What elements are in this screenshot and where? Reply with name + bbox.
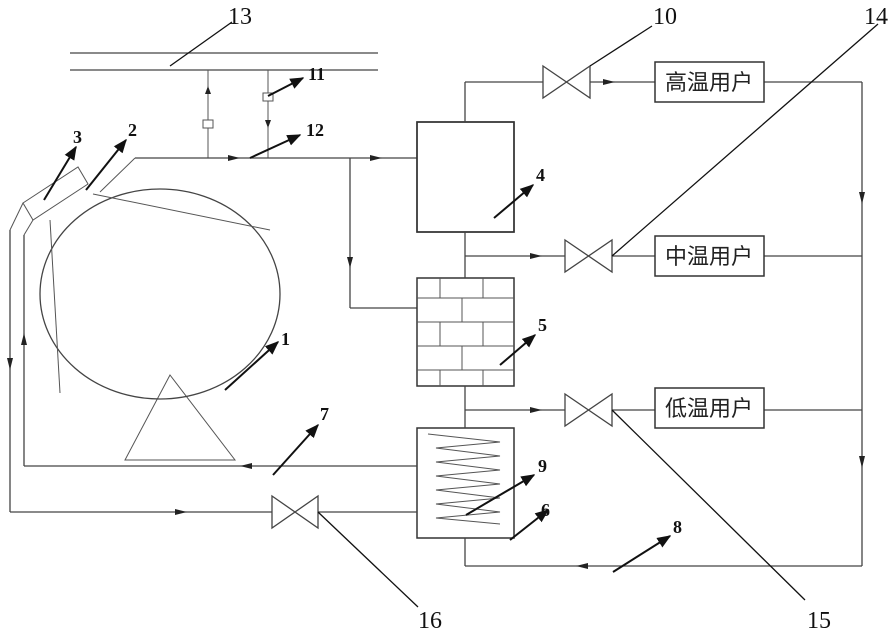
- callout-1: 1: [281, 329, 290, 349]
- callout-4: 4: [536, 165, 545, 185]
- spherical-tank: [40, 158, 280, 460]
- low-temp-user-box: 低温用户: [655, 388, 764, 428]
- coil-exchanger-6: [417, 428, 514, 538]
- callout-13: 13: [228, 4, 252, 30]
- high-temp-user-label: 高温用户: [665, 71, 753, 96]
- mid-temp-user-label: 中温用户: [665, 245, 753, 270]
- callout-5: 5: [538, 315, 547, 335]
- tank-top-device: [10, 167, 88, 235]
- callout-7: 7: [320, 404, 329, 424]
- main-supply-pipe: [135, 155, 417, 308]
- callout-14: 14: [864, 4, 888, 30]
- high-temp-user-box: 高温用户: [655, 62, 764, 102]
- valve-15: [565, 394, 612, 426]
- valve-14: [565, 240, 612, 272]
- callout-16: 16: [418, 608, 442, 634]
- valve-16: [272, 496, 318, 528]
- exchanger-4: [417, 122, 514, 232]
- callout-3: 3: [73, 127, 82, 147]
- callout-8: 8: [673, 517, 682, 537]
- callout-15: 15: [807, 608, 831, 634]
- callout-6: 6: [541, 500, 550, 520]
- callout-12: 12: [306, 120, 324, 140]
- callout-10: 10: [653, 4, 677, 30]
- header-pipe: [70, 53, 378, 70]
- callout-11: 11: [308, 64, 325, 84]
- mid-temp-user-box: 中温用户: [655, 236, 764, 276]
- valve-10: [543, 66, 590, 98]
- callout-9: 9: [538, 456, 547, 476]
- callout-2: 2: [128, 120, 137, 140]
- header-branches: [203, 70, 273, 158]
- exchanger-5: [417, 278, 514, 386]
- low-temp-user-label: 低温用户: [665, 397, 753, 422]
- return-pipes: [7, 230, 417, 515]
- user-branch-pipes: [465, 79, 865, 569]
